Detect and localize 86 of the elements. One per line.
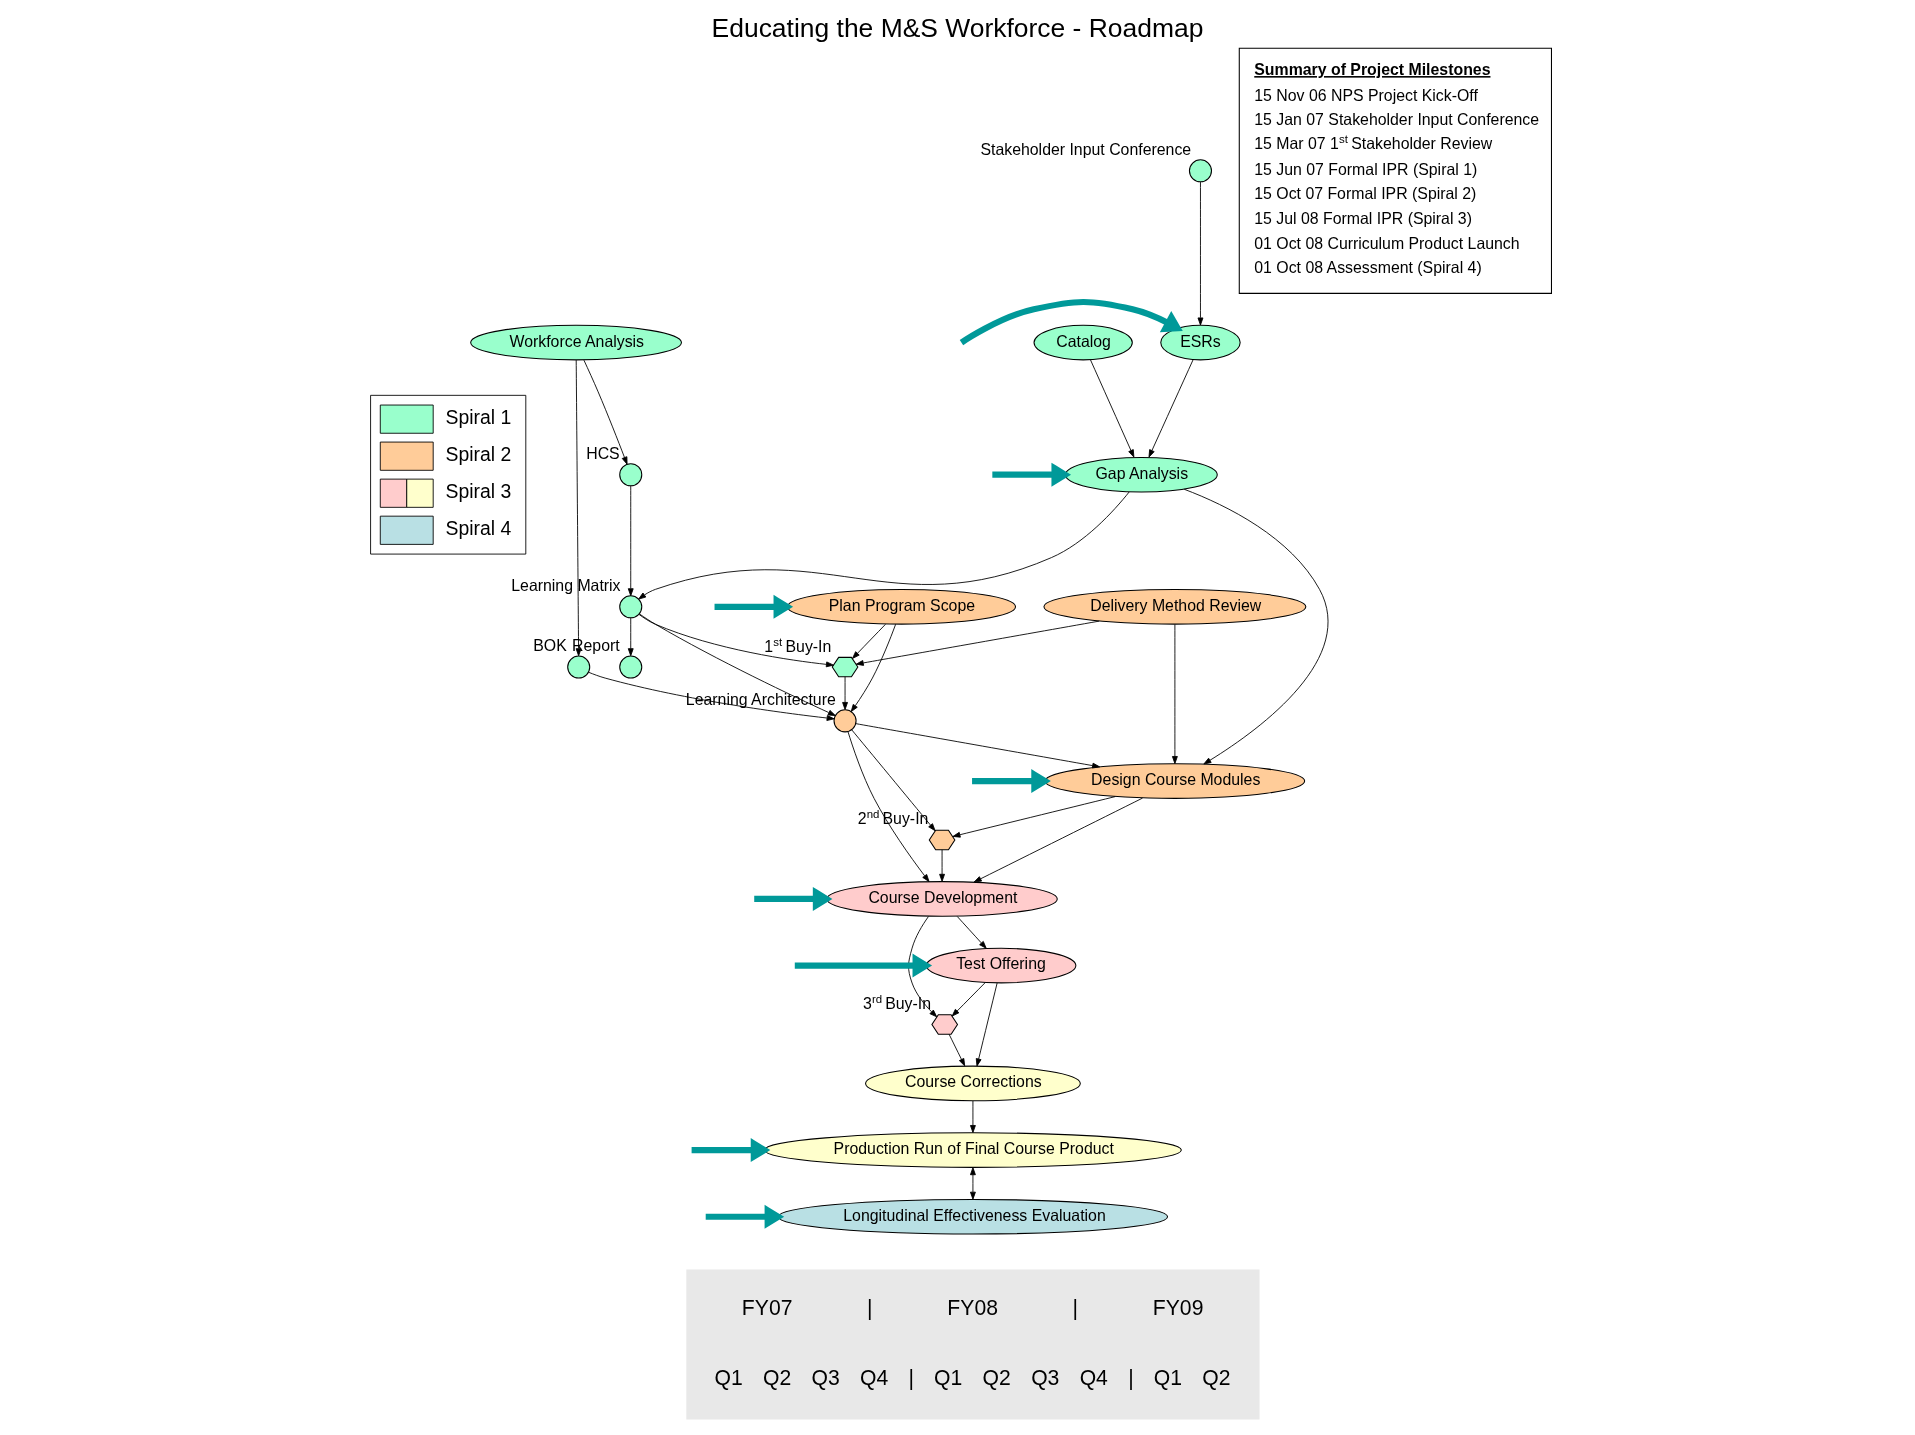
arrow — [952, 796, 1116, 838]
arrow — [970, 1100, 976, 1133]
arrow — [638, 491, 1130, 600]
node-circle — [833, 709, 857, 733]
arrow — [948, 1033, 966, 1067]
arrow — [847, 731, 930, 882]
label: Q1 — [714, 1366, 743, 1390]
legend-label: Spiral 3 — [445, 480, 512, 503]
arrow — [1172, 624, 1178, 764]
node-circle — [619, 463, 643, 487]
label: FY09 — [1152, 1295, 1204, 1319]
arrow — [850, 623, 897, 713]
arrow — [1183, 488, 1329, 765]
label: Q2 — [763, 1366, 792, 1390]
arrow — [951, 982, 986, 1017]
node-label: 3$^{rd}$ Buy-In — [863, 992, 932, 1012]
node-ellipse: ESRs — [1160, 324, 1241, 361]
arrow — [1148, 359, 1194, 458]
arrow — [992, 462, 1071, 487]
node-hexagon — [831, 656, 859, 678]
node-label: 1$^{st}$ Buy-In — [764, 635, 832, 655]
arrow — [639, 613, 836, 717]
node-circle — [619, 595, 643, 619]
label: Q2 — [1202, 1366, 1231, 1390]
node-ellipse: Production Run of Final Course Product — [763, 1132, 1182, 1168]
arrow — [939, 849, 945, 882]
node-box: Summary of Project Milestones 15 Nov 06 NPS Project Kick-Off 15 Jan 07 Stakeholder Input Conference 15 Mar 07 1$^{st}$ Stakeholder Review 15 Jun 07 Formal IPR (Spiral 1) 15 Oct 07 Formal IPR (Spiral 2) 15 Jul 08 Formal IPR (Spiral 3) 01 Oct 08 Curriculum Product Launch 01 Oct 08 Assessment (Spiral 4) — [1238, 47, 1552, 294]
label: Q3 — [811, 1366, 840, 1390]
label: Q4 — [860, 1366, 889, 1390]
node-label: BOK — [533, 637, 567, 655]
node-label: Learning Matrix — [511, 576, 621, 594]
label: Q3 — [1031, 1366, 1060, 1390]
arrow — [575, 359, 582, 657]
arrow — [754, 886, 833, 911]
arrow — [908, 916, 938, 1018]
arrow — [714, 594, 794, 619]
arrow — [970, 1167, 976, 1200]
node-ellipse: Longitudinal Effectiveness Evaluation — [777, 1198, 1169, 1235]
arrow — [842, 676, 848, 710]
legend-label: Spiral 4 — [445, 517, 512, 540]
node-circle — [567, 655, 591, 679]
arrow — [956, 916, 987, 949]
legend-label: Spiral 2 — [445, 443, 512, 466]
node-circle — [619, 655, 643, 679]
arrow — [638, 613, 834, 668]
arrow — [1197, 181, 1204, 326]
node-ellipse: Workforce Analysis — [470, 324, 682, 361]
arrow — [973, 797, 1143, 883]
node-ellipse: Plan Program Scope — [786, 589, 1017, 625]
label: Q4 — [1079, 1366, 1108, 1390]
arrow — [855, 723, 1101, 769]
node-ellipse: Catalog — [1033, 324, 1133, 361]
node-label: HCS — [586, 444, 620, 462]
label: | — [1128, 1366, 1134, 1390]
arrow — [855, 620, 1100, 666]
node-circle — [1188, 159, 1212, 183]
arrow — [705, 1204, 785, 1229]
node-ellipse: Test Offering — [925, 947, 1077, 984]
arrow — [975, 982, 998, 1067]
arrow — [1090, 359, 1135, 458]
node-label: Stakeholder Input Conference — [980, 140, 1192, 158]
legend-label: Spiral 1 — [445, 406, 512, 429]
node-hexagon — [931, 1014, 959, 1035]
label: | — [908, 1366, 915, 1390]
label: | — [1072, 1295, 1079, 1319]
node-ellipse: Gap Analysis — [1065, 456, 1218, 493]
label: FY07 — [741, 1295, 793, 1319]
arrow — [794, 953, 933, 978]
label: FY08 — [947, 1295, 998, 1319]
node-ellipse: Course Development — [826, 881, 1058, 917]
node-ellipse: Course Corrections — [865, 1065, 1081, 1102]
label: Q1 — [934, 1366, 963, 1390]
arrow — [851, 729, 936, 832]
arrow — [691, 1138, 771, 1163]
arrow — [852, 623, 886, 659]
node-hexagon — [928, 829, 956, 851]
node-ellipse: Delivery Method Review — [1043, 589, 1307, 625]
diagram-title: Educating the M&S Workforce - Roadmap — [711, 12, 1204, 43]
label: Q2 — [982, 1366, 1011, 1390]
arrow — [959, 298, 1183, 346]
arrow — [583, 359, 628, 465]
label: Q1 — [1153, 1366, 1182, 1390]
arrow — [627, 617, 634, 657]
label: | — [867, 1295, 873, 1319]
arrow — [627, 485, 634, 597]
arrow — [588, 671, 835, 721]
